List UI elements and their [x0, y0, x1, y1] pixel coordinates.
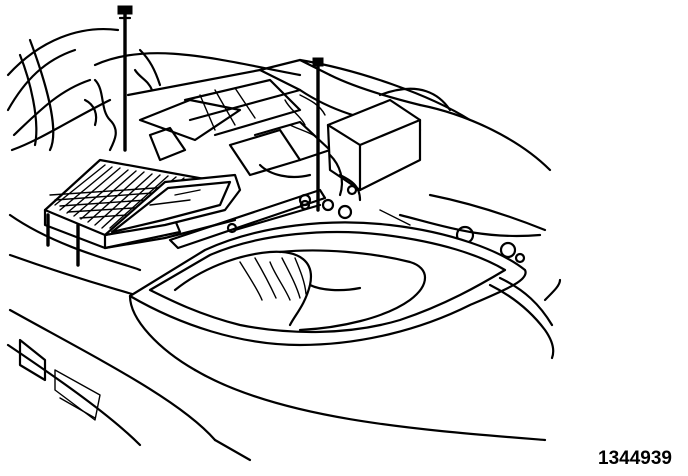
figure-id-label: 1344939 — [598, 448, 672, 469]
front-bumper — [128, 294, 547, 462]
headlamp-retainer-bar — [168, 188, 327, 250]
headlamp-assembly — [128, 221, 555, 360]
engine-compartment — [83, 48, 562, 302]
fender-outline — [6, 28, 217, 447]
turn-lamp-lens — [103, 173, 242, 250]
mounting-bolts — [46, 5, 324, 267]
